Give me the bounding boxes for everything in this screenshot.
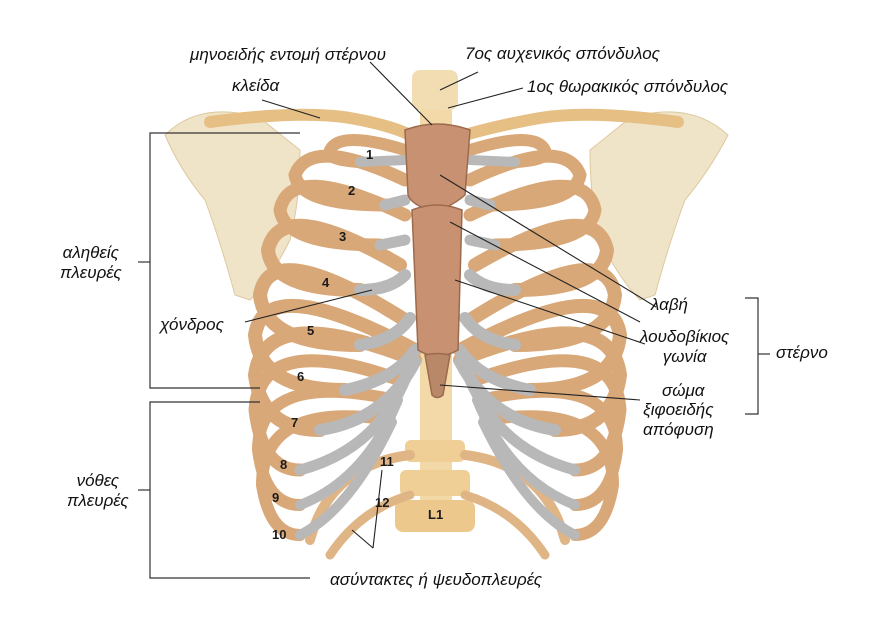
label-sternal-notch: μηνοειδής εντομή στέρνου xyxy=(190,45,386,64)
vertebra-label: L1 xyxy=(428,507,444,522)
rib-number-9: 9 xyxy=(272,490,280,505)
label-c7-vertebra: 7ος αυχενικός σπόνδυλος xyxy=(465,44,660,63)
ribs-right xyxy=(453,134,628,560)
rib-number-10: 10 xyxy=(272,527,287,542)
rib-number-2: 2 xyxy=(348,183,356,198)
ribs-left xyxy=(247,134,422,560)
rib-left-9 xyxy=(251,385,401,511)
label-cartilage: χόνδρος xyxy=(160,315,224,334)
rib-number-3: 3 xyxy=(339,229,347,244)
rib-left-3 xyxy=(273,179,412,252)
rib-number-4: 4 xyxy=(322,275,330,290)
leader-lines xyxy=(244,61,657,549)
rib-left-12 xyxy=(325,490,415,560)
clavicles xyxy=(204,108,684,141)
label-floating-ribs: ασύντακτες ή ψευδοπλευρές xyxy=(330,570,543,589)
rib-number-7: 7 xyxy=(291,415,299,430)
rib-number-1: 1 xyxy=(366,147,374,162)
label-clavicle: κλείδα xyxy=(232,76,280,95)
rib-left-4 xyxy=(260,218,407,297)
rib-left-10 xyxy=(255,410,396,541)
label-t1-vertebra: 1ος θωρακικός σπόνδυλος xyxy=(527,77,729,96)
rib-number-12: 12 xyxy=(375,495,390,510)
label-sternal-angle: λουδοβίκιος γωνία xyxy=(640,327,730,366)
rib-number-5: 5 xyxy=(307,323,315,338)
label-xiphoid: ξιφοειδής απόφυση xyxy=(643,400,714,439)
rib-left-6 xyxy=(247,298,422,397)
label-sternum-body: σώμα xyxy=(662,381,705,400)
label-false-ribs: νόθες πλευρές xyxy=(67,471,129,510)
rib-number-8: 8 xyxy=(280,457,288,472)
rib-number-11: 11 xyxy=(380,454,394,469)
rib-number-6: 6 xyxy=(297,369,305,384)
rib-left-7 xyxy=(247,326,422,437)
sternum xyxy=(404,123,471,399)
label-true-ribs: αληθείς πλευρές xyxy=(60,243,122,282)
brackets xyxy=(138,132,770,579)
label-sternum: στέρνο xyxy=(776,343,828,362)
label-manubrium: λαβή xyxy=(651,295,688,314)
rib-left-8 xyxy=(248,354,407,477)
